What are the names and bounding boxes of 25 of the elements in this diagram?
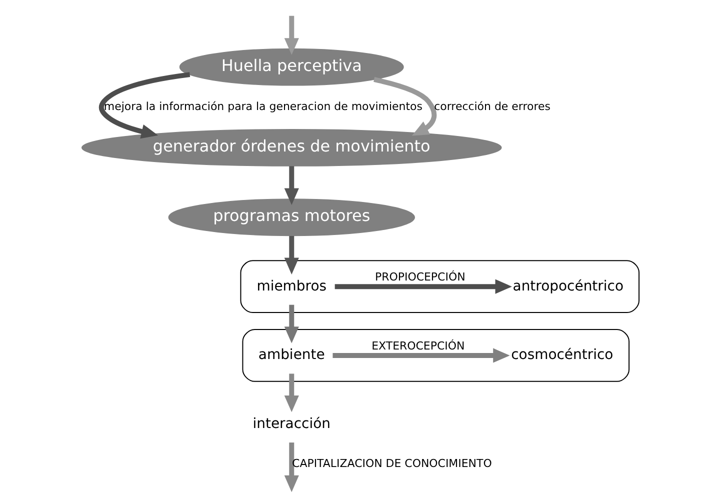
node-ellipse: generador órdenes de movimiento bbox=[80, 128, 502, 166]
edge-label: corrección de errores bbox=[434, 100, 550, 114]
cluster bbox=[242, 329, 630, 382]
cluster bbox=[240, 260, 640, 314]
edge-label: EXTEROCEPCIÓN bbox=[371, 339, 464, 352]
arrow bbox=[284, 16, 298, 55]
edge-label: mejora la información para la generacion de movimientos bbox=[103, 100, 422, 114]
node-text: ambiente bbox=[258, 347, 324, 364]
arrow bbox=[284, 374, 298, 412]
arrow bbox=[284, 236, 298, 274]
node-text: cosmocéntrico bbox=[510, 347, 613, 364]
arrow bbox=[284, 442, 298, 492]
arrow bbox=[334, 279, 512, 294]
node-ellipse: Huella perceptiva bbox=[178, 48, 404, 86]
arrow bbox=[373, 77, 436, 136]
node-text: interacción bbox=[252, 416, 330, 432]
node-text: antropocéntrico bbox=[512, 278, 624, 294]
edge-label: PROPIOCEPCIÓN bbox=[374, 270, 465, 284]
arrow bbox=[284, 166, 298, 205]
node-ellipse: programas motores bbox=[168, 198, 414, 236]
node-text: miembros bbox=[256, 278, 326, 294]
arrow bbox=[332, 348, 510, 363]
arrow bbox=[98, 72, 190, 139]
edge-label: CAPITALIZACION DE CONOCIMIENTO bbox=[292, 457, 492, 470]
arrow bbox=[284, 304, 298, 344]
